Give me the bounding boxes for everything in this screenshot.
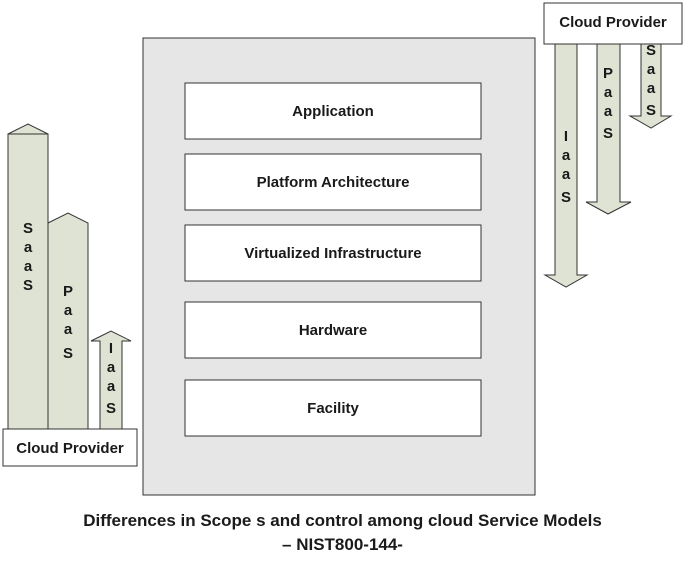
layer-virtualized-infrastructure-label: Virtualized Infrastructure — [244, 245, 421, 262]
arrow-right-saas: S a a S — [628, 33, 673, 129]
cloud-provider-right: Cloud Provider — [543, 2, 683, 45]
arrow-right-saas-letter: S — [646, 42, 656, 59]
arrow-right-saas-letter: a — [647, 61, 656, 78]
layer-facility: Facility — [184, 379, 482, 437]
arrow-right-saas-letter: a — [647, 80, 656, 97]
cloud-provider-left: Cloud Provider — [2, 428, 138, 467]
layer-hardware: Hardware — [184, 301, 482, 359]
arrow-left-iaas-letter: a — [107, 359, 116, 376]
arrow-right-iaas-letter: S — [561, 189, 571, 206]
cloud-provider-left-label: Cloud Provider — [16, 440, 124, 457]
arrow-right-paas-letter: S — [603, 125, 613, 142]
arrow-right-iaas: I a a S — [543, 33, 589, 288]
arrow-left-paas-letter: a — [64, 302, 73, 319]
arrow-left-saas-letter: S — [23, 220, 33, 237]
caption-line-2: – NIST800-144- — [282, 535, 403, 554]
arrow-right-paas-letter: P — [603, 65, 613, 82]
arrow-right-paas-letter: a — [604, 103, 613, 120]
arrow-left-paas-letter: P — [63, 283, 73, 300]
arrow-left-iaas: I a a S — [90, 330, 132, 439]
arrow-left-saas-letter: S — [23, 277, 33, 294]
arrow-right-iaas-letter: I — [564, 128, 568, 145]
arrow-right-saas-letter: S — [646, 102, 656, 119]
arrow-right-paas: P a a S — [585, 33, 632, 215]
layer-platform-architecture: Platform Architecture — [184, 153, 482, 211]
caption-line-1: Differences in Scope s and control among… — [83, 511, 602, 530]
arrow-left-saas-letter: a — [24, 239, 33, 256]
arrow-left-paas-letter: S — [63, 345, 73, 362]
arrow-left-paas: P a a S — [47, 212, 89, 439]
arrow-left-iaas-letter: a — [107, 378, 116, 395]
layer-application: Application — [184, 82, 482, 140]
arrow-right-paas-letter: a — [604, 84, 613, 101]
layer-facility-label: Facility — [307, 400, 359, 417]
arrow-left-saas: S a a S — [7, 123, 49, 439]
arrow-left-iaas-letter: I — [109, 340, 113, 357]
layer-application-label: Application — [292, 103, 374, 120]
arrow-left-paas-letter: a — [64, 321, 73, 338]
arrow-right-iaas-letter: a — [562, 147, 571, 164]
layer-virtualized-infrastructure: Virtualized Infrastructure — [184, 224, 482, 282]
layer-platform-architecture-label: Platform Architecture — [257, 174, 410, 191]
arrow-left-iaas-letter: S — [106, 400, 116, 417]
arrow-right-iaas-letter: a — [562, 166, 571, 183]
arrow-left-saas-letter: a — [24, 258, 33, 275]
layer-hardware-label: Hardware — [299, 322, 367, 339]
cloud-provider-right-label: Cloud Provider — [559, 14, 667, 31]
